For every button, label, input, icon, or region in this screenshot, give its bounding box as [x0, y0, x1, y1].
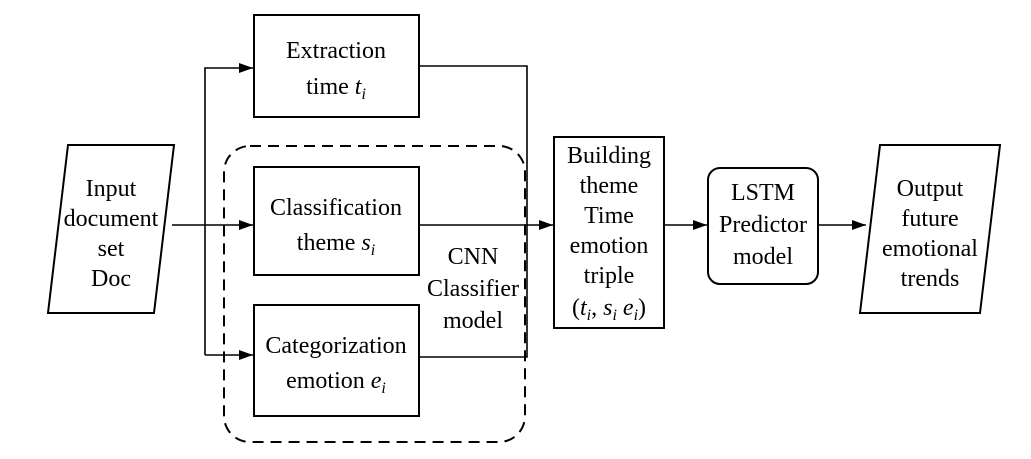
building-line-1: Building	[567, 143, 651, 169]
lstm-line-2: Predictor	[719, 212, 807, 238]
classification-line-2: theme si	[297, 230, 375, 259]
connectors	[172, 63, 866, 360]
extraction-time-node: Extraction time ti	[253, 14, 420, 118]
categorization-line-1: Categorization	[265, 333, 406, 359]
output-line-3: emotional	[882, 236, 978, 262]
extraction-line-1: Extraction	[286, 38, 386, 64]
categorization-emotion-node: Categorization emotion ei	[253, 304, 420, 417]
classification-line-1: Classification	[270, 195, 402, 221]
input-line-2: document	[64, 206, 159, 232]
merge-line	[419, 65, 528, 358]
building-triple-formula: (ti, si ei)	[572, 295, 646, 324]
building-line-3: Time	[584, 203, 634, 229]
categorization-line-2: emotion ei	[286, 368, 386, 397]
cnn-line-3: model	[443, 308, 503, 334]
lstm-line-3: model	[733, 244, 793, 270]
lstm-line-1: LSTM	[731, 180, 795, 206]
extraction-line-2: time ti	[306, 74, 366, 103]
lstm-predictor-node: LSTM Predictor model	[707, 167, 819, 285]
output-line-1: Output	[897, 176, 964, 202]
input-line-4: Doc	[91, 266, 131, 292]
output-trends-node: Output future emotional trends	[858, 144, 1002, 314]
building-line-2: theme	[580, 173, 639, 199]
cnn-classifier-region: CNN Classifier model	[223, 145, 526, 443]
cnn-line-1: CNN	[448, 244, 499, 270]
input-line-3: set	[98, 236, 125, 262]
building-line-5: triple	[584, 263, 635, 289]
input-line-1: Input	[86, 176, 137, 202]
classification-theme-node: Classification theme si	[253, 166, 420, 276]
output-line-2: future	[901, 206, 958, 232]
input-document-node: Input document set Doc	[46, 144, 176, 314]
arrow-to-extraction	[204, 63, 253, 355]
building-triple-node: Building theme Time emotion triple (ti, …	[553, 136, 665, 329]
cnn-line-2: Classifier	[427, 276, 519, 302]
output-line-4: trends	[901, 266, 960, 292]
building-line-4: emotion	[570, 233, 649, 259]
